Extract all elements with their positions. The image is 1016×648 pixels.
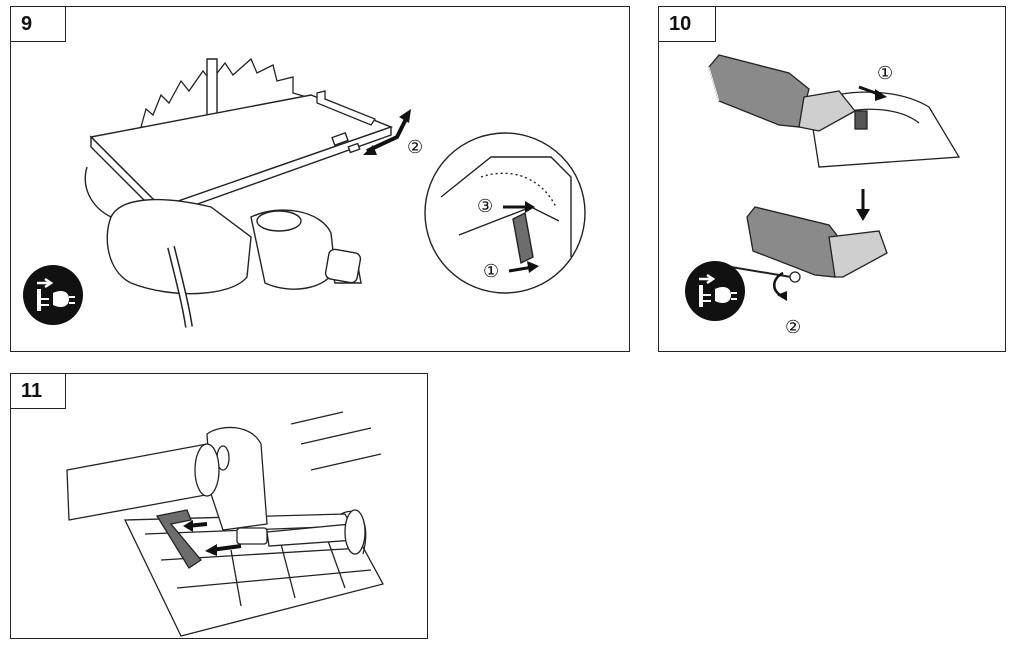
unplug-icon: [685, 261, 745, 321]
figure-11-illustration: [66, 411, 384, 637]
callout-2: ②: [407, 137, 423, 158]
hex-key: [155, 509, 202, 569]
figure-9-illustration: ② ③ ①: [23, 57, 586, 328]
adapter-bottom: [746, 206, 888, 278]
unplug-icon: [23, 265, 83, 325]
figure-11-panel: 11: [10, 373, 428, 639]
motor-housing: [66, 411, 382, 555]
figure-10-panel: 10 ① ②: [658, 6, 1006, 352]
figure-10-illustration: ① ②: [685, 54, 961, 338]
figure-11-number: 11: [10, 373, 66, 409]
hex-key: [316, 90, 376, 126]
callout-2: ②: [785, 317, 801, 338]
adapter-top: [708, 54, 856, 132]
zoom-detail: [424, 132, 586, 294]
figure-9-number: 9: [10, 6, 66, 42]
figure-9-panel: 9 ②: [10, 6, 630, 352]
figure-10-number: 10: [658, 6, 716, 42]
base-plate: [89, 94, 393, 219]
callout-1: ①: [483, 261, 499, 282]
adjust-arrow: [366, 116, 409, 153]
motor-body: [84, 166, 362, 295]
callout-3: ③: [477, 196, 493, 217]
clamp-lever: [236, 509, 366, 555]
callout-1: ①: [877, 63, 893, 84]
